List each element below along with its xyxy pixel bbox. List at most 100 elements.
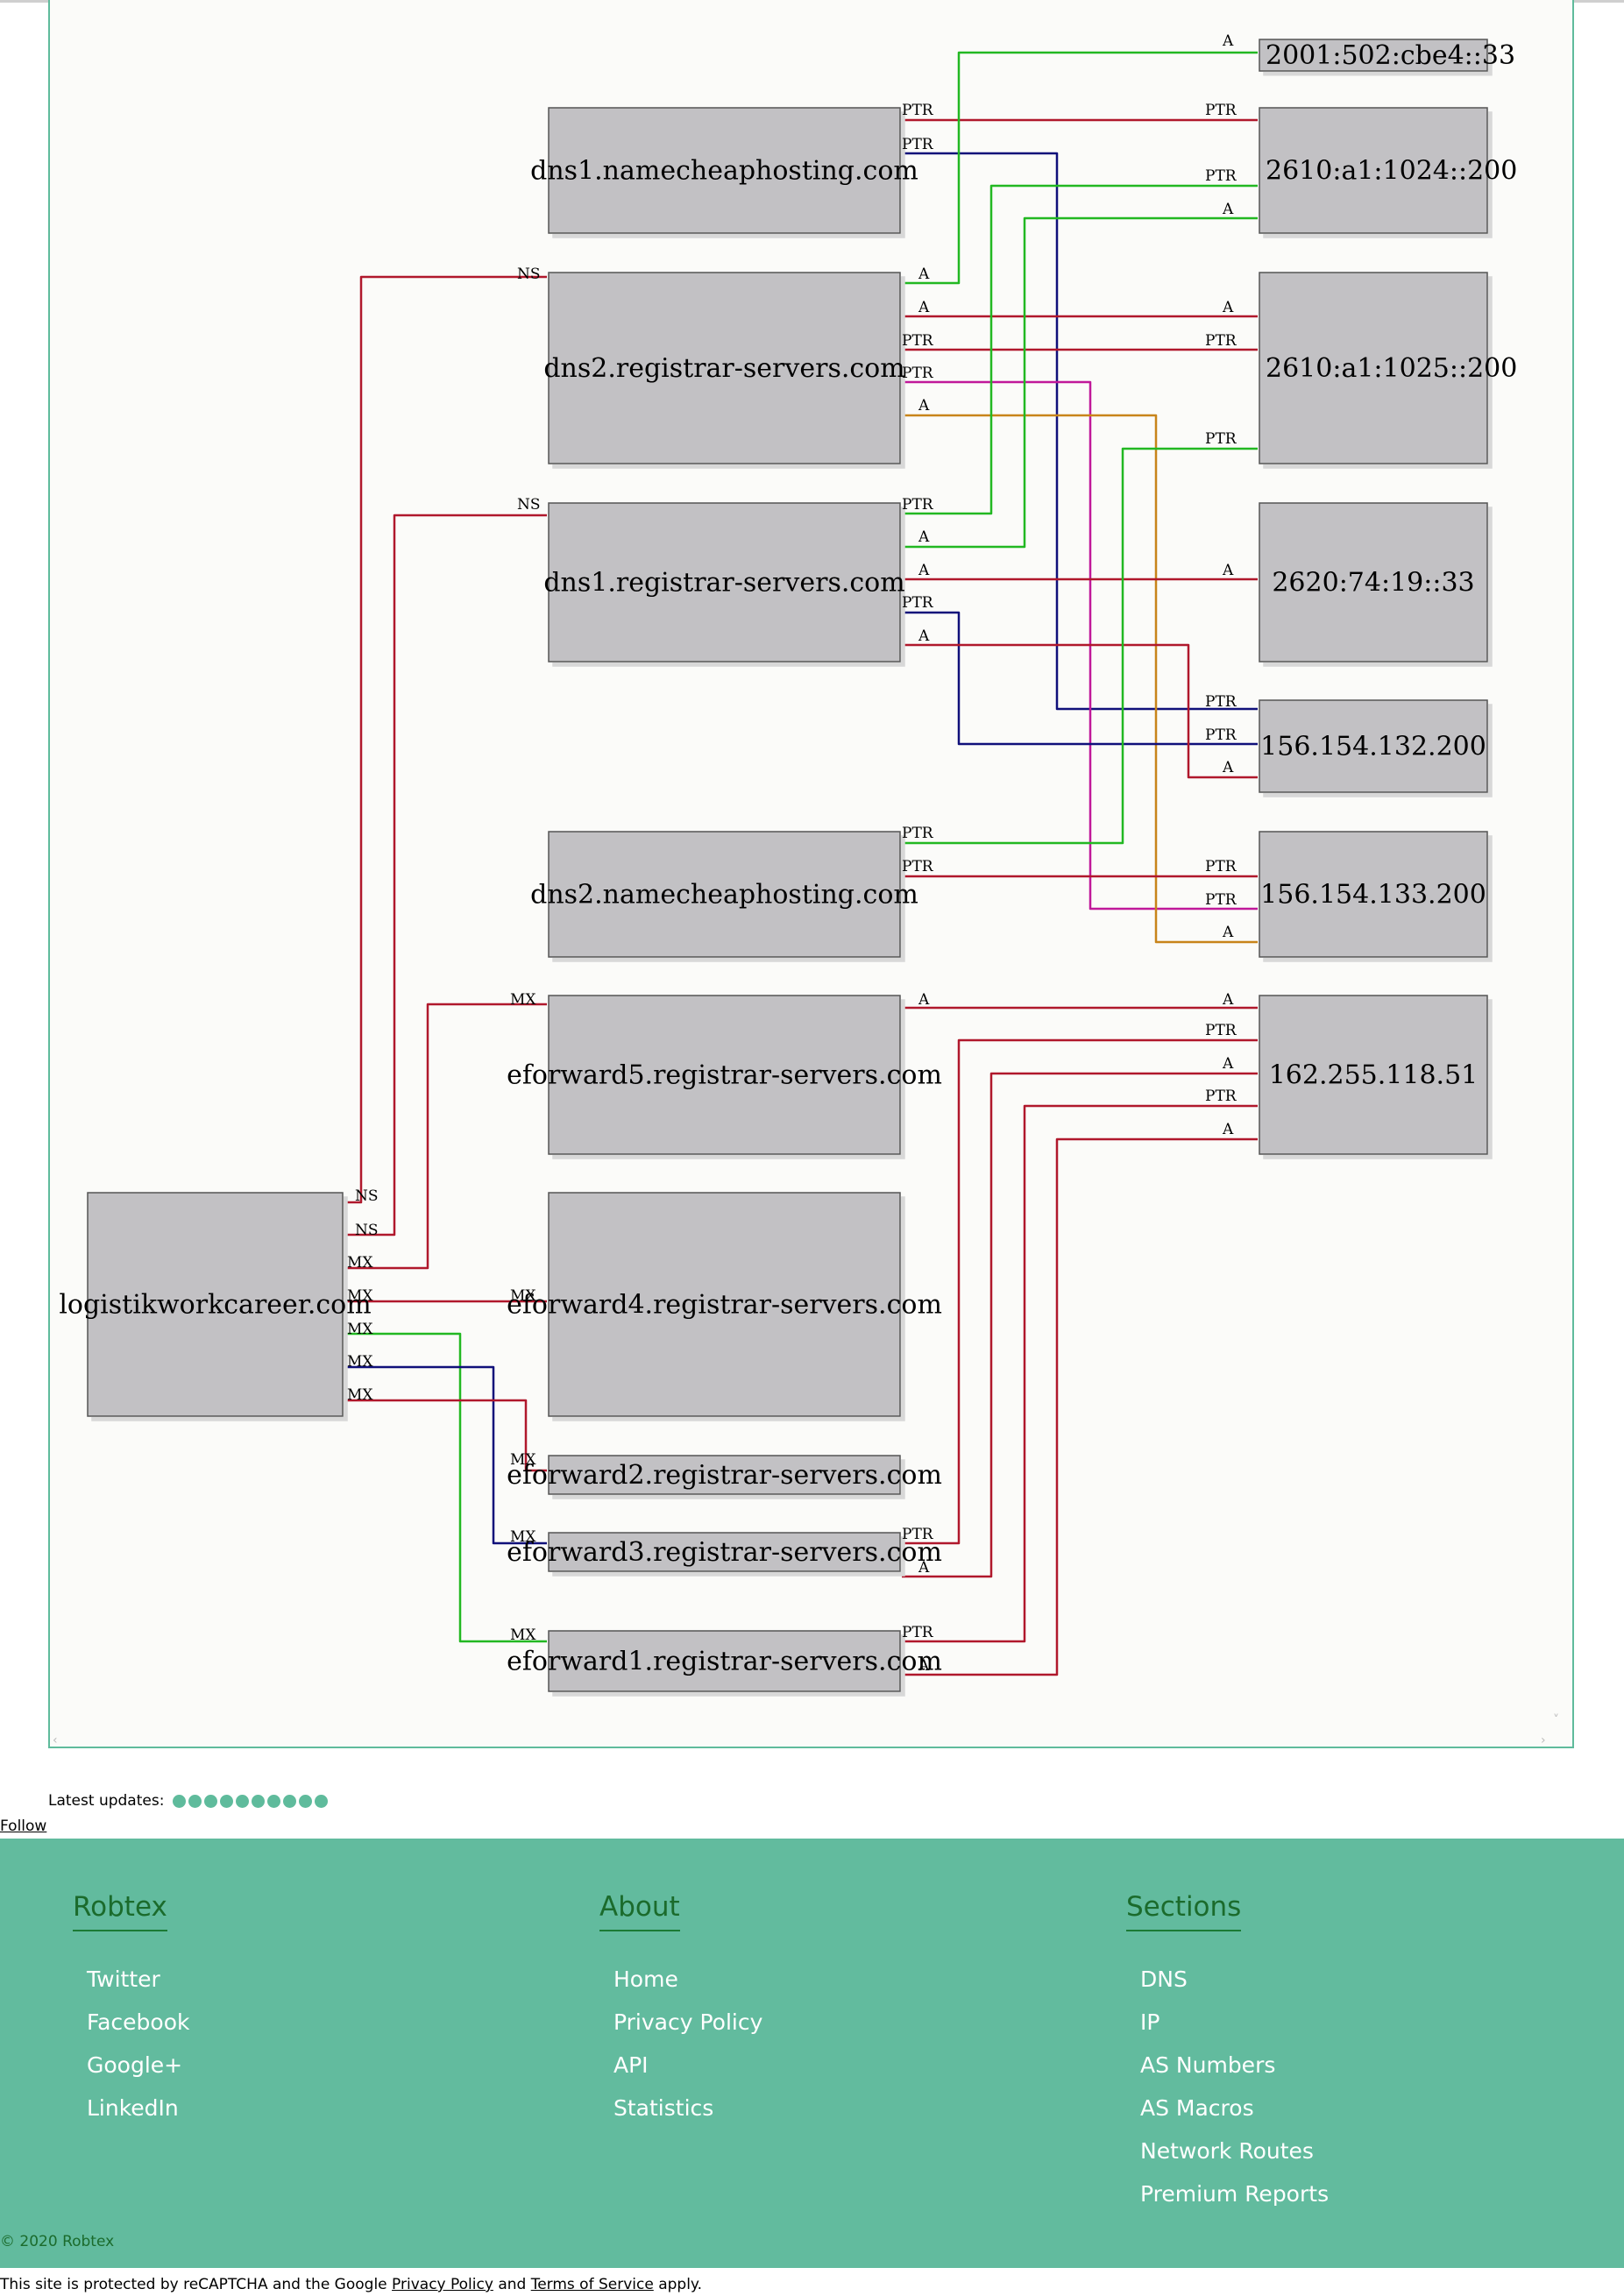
node-label: dns2.registrar-servers.com: [543, 353, 904, 384]
node-dns1-registrar[interactable]: dns1.registrar-servers.com: [543, 502, 905, 663]
edge-label-ptr: PTR: [1205, 167, 1238, 185]
node-label: dns2.namecheaphosting.com: [530, 880, 918, 911]
edge-label-ptr: PTR: [1205, 693, 1238, 711]
update-dot[interactable]: [252, 1794, 266, 1808]
edge-label-ptr: PTR: [1205, 1022, 1238, 1039]
node-eforward2[interactable]: eforward2.registrar-servers.com: [507, 1455, 942, 1495]
edge-label-ns: NS: [517, 266, 541, 283]
edge-label-a: A: [918, 1559, 930, 1577]
edge: [344, 275, 547, 1204]
node-ip-2001[interactable]: 2001:502:cbe4::33: [1259, 39, 1515, 72]
footer-link-premium-reports[interactable]: Premium Reports: [1140, 2181, 1330, 2207]
node-ip-2610-1025[interactable]: 2610:a1:1025::200: [1259, 272, 1517, 464]
edge-label-a: A: [1222, 924, 1234, 941]
edge-label-ptr: PTR: [1205, 891, 1238, 909]
node-eforward3[interactable]: eforward3.registrar-servers.com: [507, 1532, 942, 1572]
footer-link-ip[interactable]: IP: [1140, 2009, 1160, 2035]
footer-title-robtex: Robtex: [73, 1891, 167, 1931]
node-ip-156-133[interactable]: 156.154.133.200: [1259, 831, 1488, 958]
edge: [902, 1038, 1258, 1545]
edge-label-a: A: [1222, 201, 1234, 218]
node-label: dns1.registrar-servers.com: [543, 568, 904, 599]
footer-link-home[interactable]: Home: [613, 1966, 678, 1992]
footer-link-linkedin[interactable]: LinkedIn: [87, 2095, 179, 2121]
edge-label-ptr: PTR: [902, 365, 934, 382]
update-dot[interactable]: [236, 1794, 250, 1808]
edge: [344, 1399, 547, 1472]
node-dns1-namecheap[interactable]: dns1.namecheaphosting.com: [530, 107, 918, 234]
node-label: eforward3.registrar-servers.com: [507, 1537, 942, 1568]
node-label: 2620:74:19::33: [1272, 568, 1474, 599]
node-label: 2610:a1:1025::200: [1266, 353, 1517, 384]
footer-link-privacy-policy[interactable]: Privacy Policy: [613, 2009, 763, 2035]
edge-label-a: A: [1222, 1055, 1234, 1073]
update-dot[interactable]: [188, 1794, 202, 1808]
node-eforward1[interactable]: eforward1.registrar-servers.com: [507, 1630, 942, 1692]
edge-label-a: A: [918, 299, 930, 316]
edge-label-ptr: PTR: [1205, 726, 1238, 744]
node-ip-162[interactable]: 162.255.118.51: [1259, 995, 1488, 1155]
footer-link-statistics[interactable]: Statistics: [613, 2095, 714, 2121]
follow-link[interactable]: Follow: [0, 1818, 47, 1835]
footer-link-google-[interactable]: Google+: [87, 2052, 183, 2078]
edge-label-a: A: [918, 528, 930, 546]
privacy-policy-link[interactable]: Privacy Policy: [392, 2276, 493, 2293]
edge-label-a: A: [1222, 562, 1234, 579]
recaptcha-notice: This site is protected by reCAPTCHA and …: [0, 2276, 702, 2293]
edge-label-ptr: PTR: [1205, 430, 1238, 448]
dns-graph: logistikworkcareer.com dns1.namecheaphost…: [59, 32, 1517, 1692]
node-eforward5[interactable]: eforward5.registrar-servers.com: [507, 995, 942, 1155]
update-dot[interactable]: [283, 1794, 297, 1808]
edge-label-a: A: [918, 627, 930, 645]
node-label: logistikworkcareer.com: [59, 1290, 371, 1321]
update-dots[interactable]: [173, 1794, 330, 1808]
edge-label-ptr: PTR: [902, 1526, 934, 1543]
update-dot[interactable]: [173, 1794, 187, 1808]
node-main[interactable]: logistikworkcareer.com: [59, 1192, 372, 1417]
edge: [344, 1332, 547, 1643]
edge-label-mx: MX: [347, 1386, 373, 1404]
node-ip-2620[interactable]: 2620:74:19::33: [1259, 502, 1488, 663]
copyright: © 2020 Robtex: [0, 2233, 115, 2250]
edge-label-mx: MX: [510, 1287, 536, 1305]
footer-link-as-numbers[interactable]: AS Numbers: [1140, 2052, 1276, 2078]
node-label: eforward4.registrar-servers.com: [507, 1290, 942, 1321]
footer-link-api[interactable]: API: [613, 2052, 649, 2078]
scroll-down-arrow[interactable]: ˅: [1553, 1713, 1559, 1727]
scroll-right-arrow[interactable]: ›: [1541, 1733, 1546, 1747]
footer-link-facebook[interactable]: Facebook: [87, 2009, 190, 2035]
footer-link-dns[interactable]: DNS: [1140, 1966, 1188, 1992]
node-ip-2610-1024[interactable]: 2610:a1:1024::200: [1259, 107, 1517, 234]
node-label: 2610:a1:1024::200: [1266, 156, 1517, 187]
edge-label-ptr: PTR: [1205, 102, 1238, 119]
footer-link-twitter[interactable]: Twitter: [87, 1966, 160, 1992]
update-dot[interactable]: [220, 1794, 234, 1808]
node-eforward4[interactable]: eforward4.registrar-servers.com: [507, 1192, 942, 1417]
node-ip-156-132[interactable]: 156.154.132.200: [1259, 699, 1488, 793]
update-dot[interactable]: [267, 1794, 281, 1808]
captcha-and: and: [498, 2276, 527, 2293]
footer-link-as-macros[interactable]: AS Macros: [1140, 2095, 1254, 2121]
edge-label-mx: MX: [510, 991, 536, 1009]
edge-label-ns: NS: [355, 1222, 379, 1239]
terms-of-service-link[interactable]: Terms of Service: [530, 2276, 654, 2293]
update-dot[interactable]: [315, 1794, 329, 1808]
edge-label-ptr: PTR: [902, 136, 934, 153]
node-dns2-registrar[interactable]: dns2.registrar-servers.com: [543, 272, 905, 464]
node-dns2-namecheap[interactable]: dns2.namecheaphosting.com: [530, 831, 918, 958]
node-label: eforward1.registrar-servers.com: [507, 1647, 942, 1677]
update-dot[interactable]: [299, 1794, 313, 1808]
update-dot[interactable]: [204, 1794, 218, 1808]
footer-link-network-routes[interactable]: Network Routes: [1140, 2138, 1314, 2164]
scroll-left-arrow[interactable]: ‹: [53, 1733, 58, 1747]
edge-label-ptr: PTR: [902, 102, 934, 119]
edge-label-mx: MX: [347, 1254, 373, 1272]
edge-label-ptr: PTR: [1205, 332, 1238, 350]
edge-label-a: A: [918, 562, 930, 579]
edge: [902, 152, 1258, 711]
